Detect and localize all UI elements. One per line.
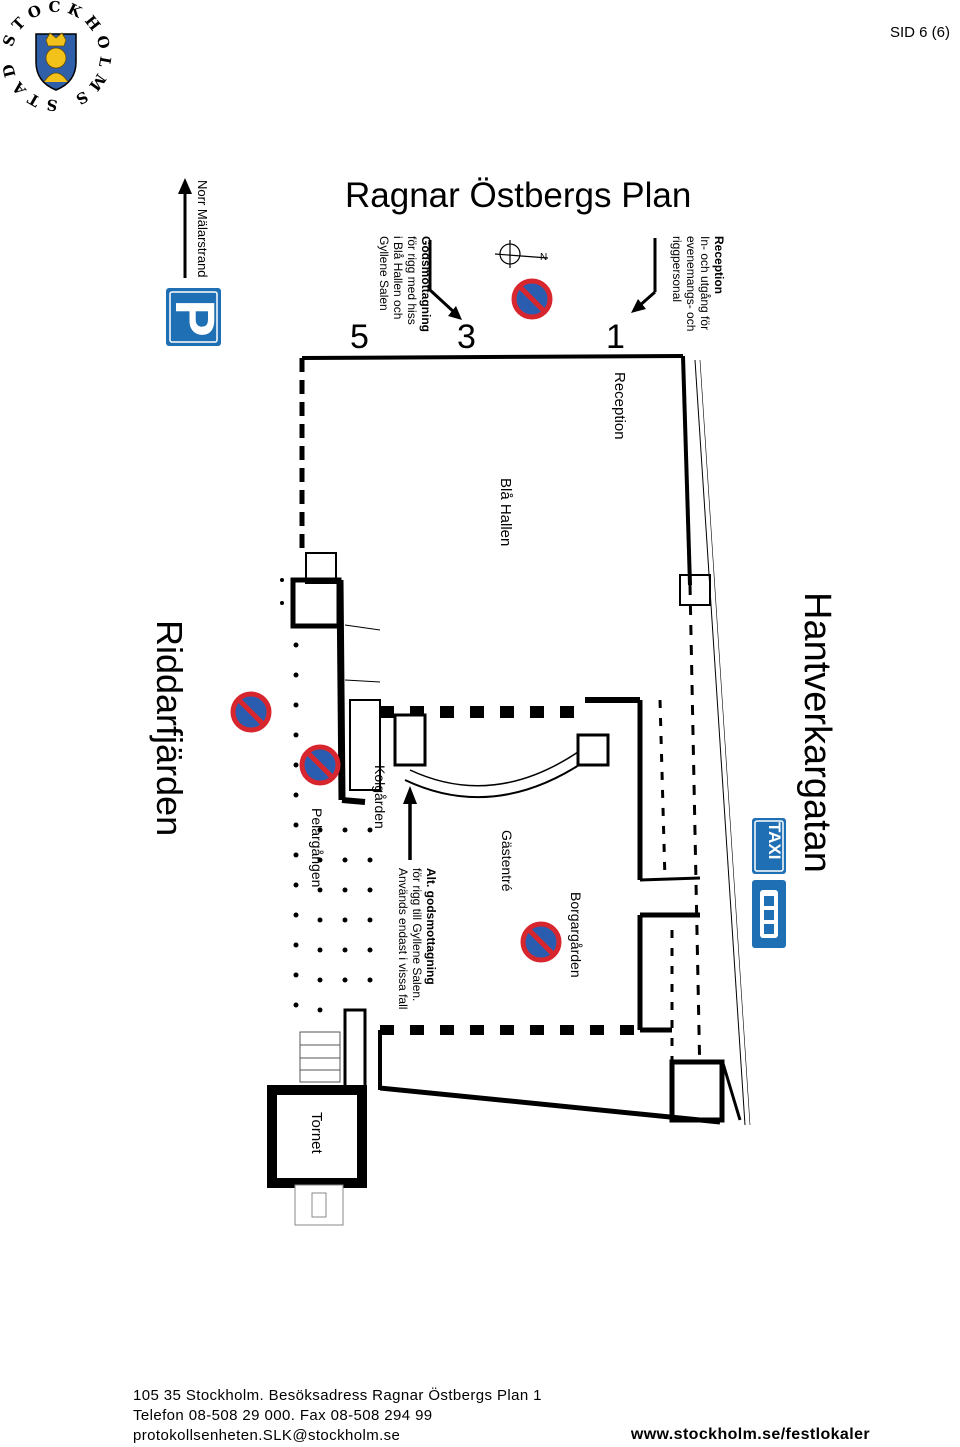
west-wing-walls bbox=[290, 552, 381, 805]
gastentre-walls bbox=[380, 697, 640, 1035]
goods-arrow bbox=[428, 240, 462, 320]
floor-plan-map bbox=[166, 178, 786, 1226]
south-wall bbox=[379, 1085, 721, 1125]
compass-icon bbox=[494, 240, 549, 268]
bus-sign-icon bbox=[752, 880, 786, 948]
bla-hallen-walls bbox=[299, 354, 702, 1081]
street-riddarfjarden: Riddarfjärden bbox=[149, 620, 190, 837]
tornet-building bbox=[267, 1031, 367, 1226]
entrance-3-label: 3 bbox=[457, 318, 476, 356]
room-gastentre: Gästentré bbox=[499, 830, 515, 892]
no-parking-sign-icon bbox=[520, 921, 562, 963]
logo-crown-icon bbox=[45, 32, 67, 47]
room-borgargarden: Borgargården bbox=[568, 892, 584, 978]
room-tornet: Tornet bbox=[308, 1112, 325, 1154]
entrance-1-label: 1 bbox=[606, 318, 625, 356]
map-title: Ragnar Östbergs Plan bbox=[345, 176, 692, 215]
room-kolgarden: Kolgården bbox=[372, 765, 388, 829]
reception-note: Reception In- och utgång för evenemangs-… bbox=[670, 236, 726, 332]
compass-north-label: N bbox=[540, 252, 548, 263]
room-reception: Reception bbox=[611, 372, 628, 440]
taxi-sign-icon bbox=[752, 818, 786, 874]
parking-sign-icon bbox=[166, 288, 221, 346]
no-parking-sign-icon bbox=[511, 278, 553, 320]
pelargangen-columns bbox=[280, 578, 373, 1013]
north-arrow bbox=[178, 178, 192, 278]
no-parking-sign-icon bbox=[230, 691, 272, 733]
room-pelargangen: Pelargången bbox=[309, 808, 325, 888]
footer-address: 105 35 Stockholm. Besöksadress Ragnar Ös… bbox=[133, 1387, 542, 1444]
alt-goods-note: Alt. godsmottagning för rigg till Gyllen… bbox=[396, 868, 438, 1010]
parking-sign-letter: P bbox=[164, 299, 227, 337]
logo-head-icon bbox=[45, 47, 67, 69]
no-parking-sign-icon bbox=[299, 744, 341, 786]
footer-website-link[interactable]: www.stockholm.se/festlokaler bbox=[630, 1426, 870, 1443]
taxi-sign-label: TAXI bbox=[765, 822, 784, 860]
reception-arrow bbox=[631, 238, 657, 313]
room-bla-hallen: Blå Hallen bbox=[497, 478, 514, 547]
street-hantverkargatan: Hantverkargatan bbox=[796, 592, 838, 873]
alt-goods-arrow bbox=[403, 786, 417, 860]
entrance-5-label: 5 bbox=[350, 318, 369, 356]
goods-note: Godsmottagning för rigg med hiss i Blå H… bbox=[377, 236, 433, 332]
east-wing-walls bbox=[343, 574, 742, 1123]
street-norr-malarstrand: Norr Mälarstrand bbox=[195, 180, 210, 278]
stockholm-logo: STOCKHOLMS STAD bbox=[0, 0, 109, 112]
page-number: SID 6 (6) bbox=[889, 24, 950, 41]
